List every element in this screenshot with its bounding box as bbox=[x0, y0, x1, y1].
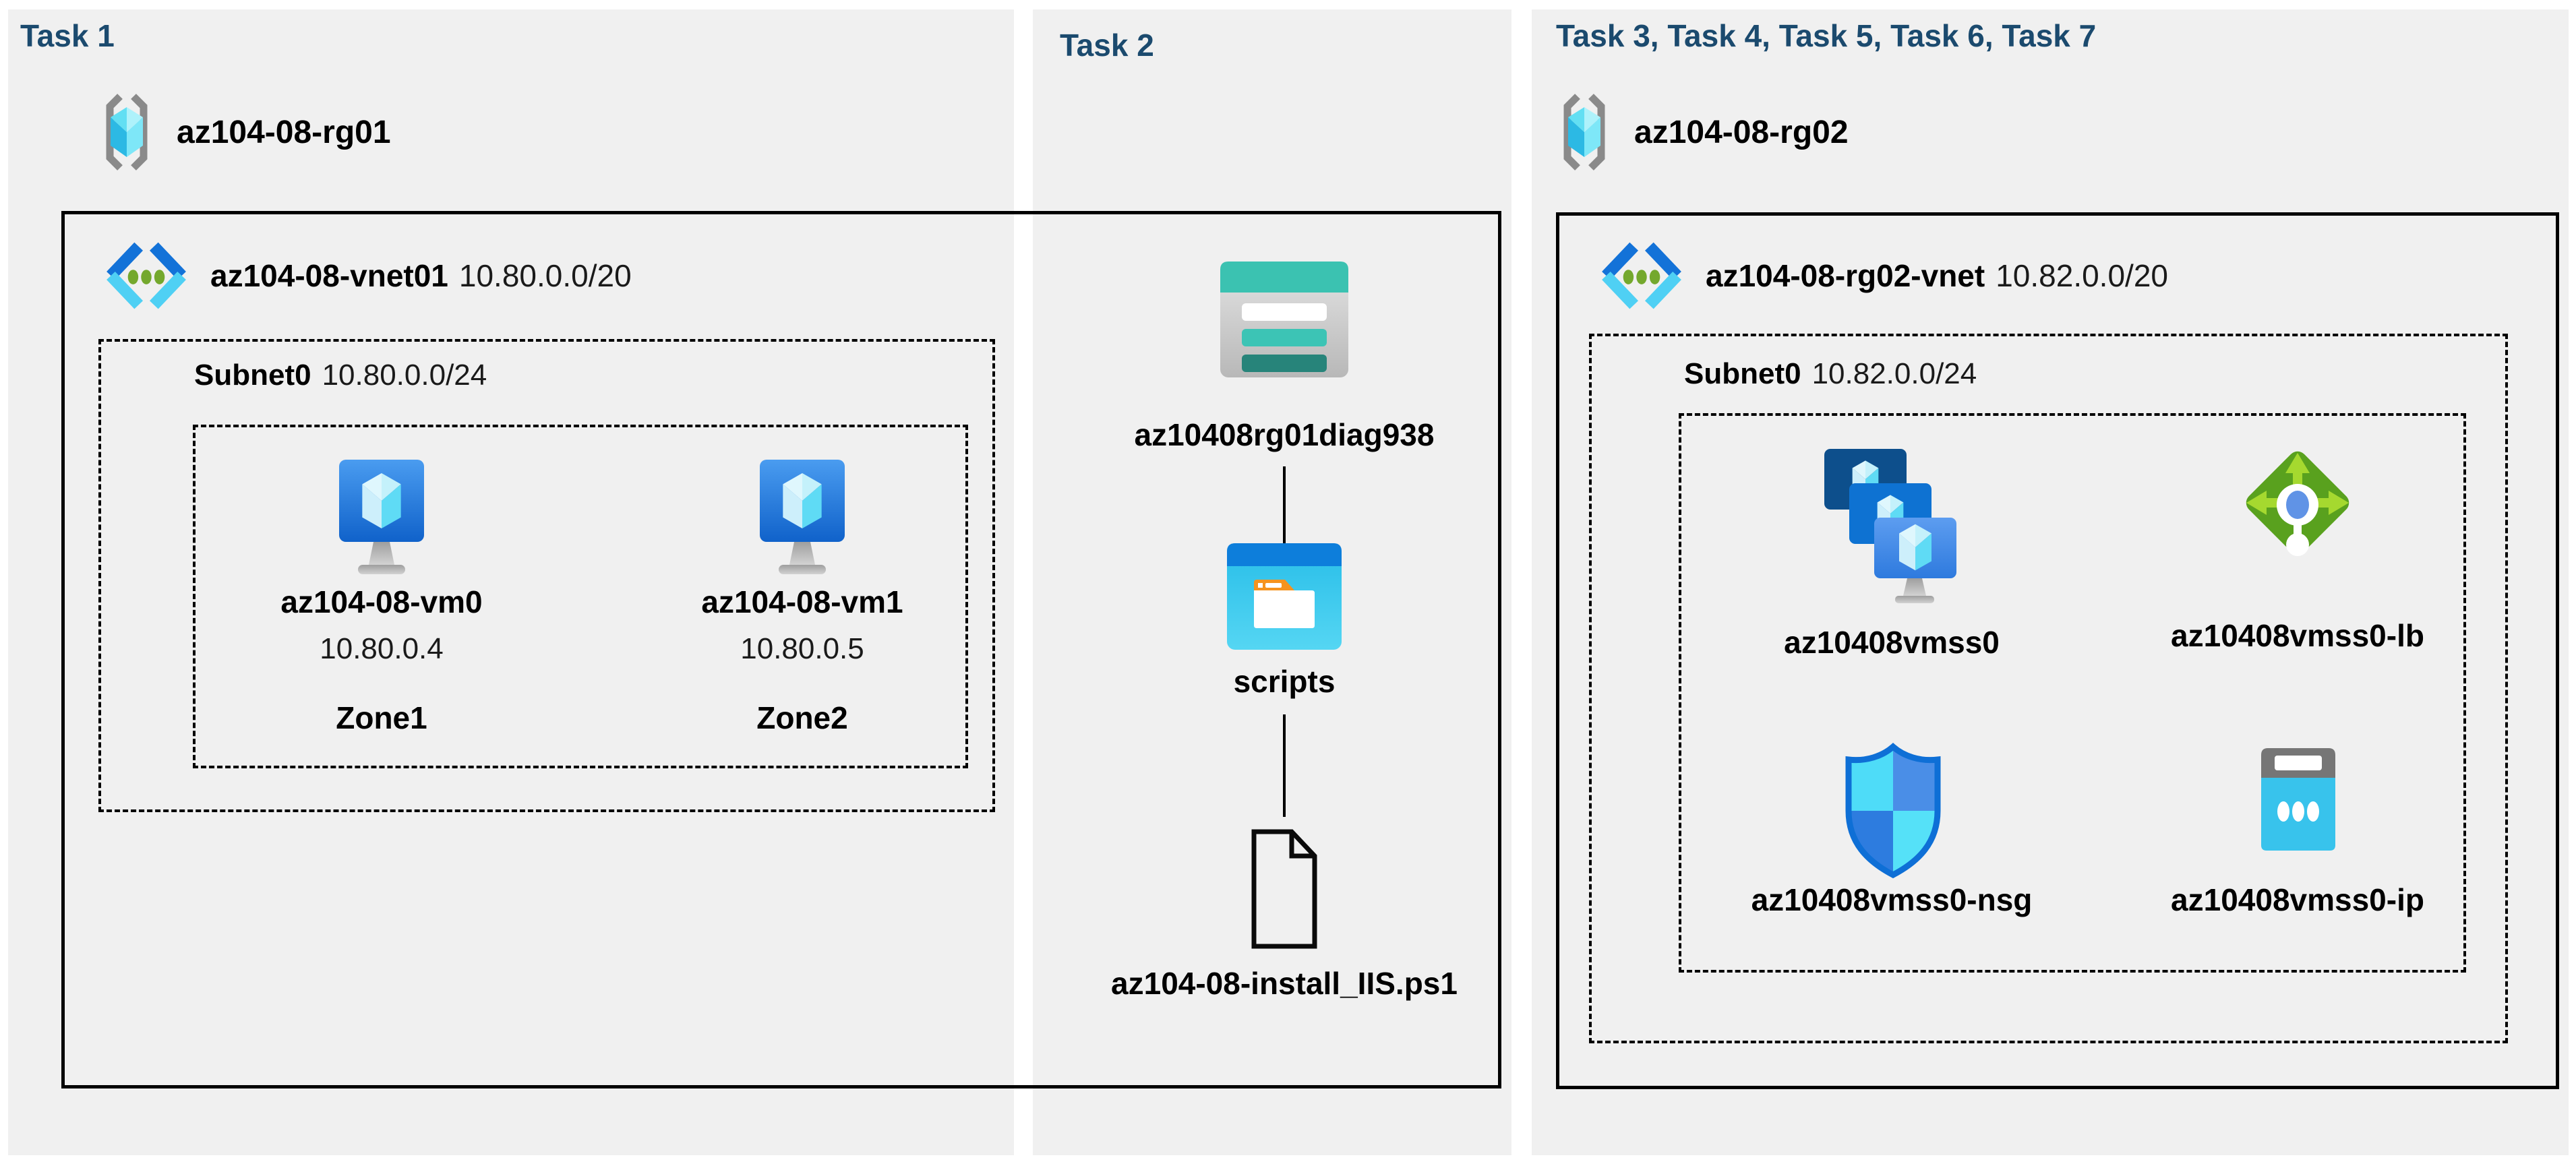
load-balancer-icon bbox=[2246, 451, 2349, 556]
vm-ip: 10.80.0.5 bbox=[740, 632, 864, 665]
resource-group-1: az104-08-rg01 bbox=[98, 90, 391, 174]
connector-line bbox=[1283, 714, 1286, 817]
subnet-name: Subnet0 bbox=[194, 359, 311, 392]
resource-group-icon bbox=[106, 94, 148, 171]
storage-account-name: az10408rg01diag938 bbox=[1134, 417, 1435, 452]
panel-task3 bbox=[1532, 9, 2569, 1155]
vnet1-label: az104-08-vnet01 10.80.0.0/20 bbox=[210, 257, 632, 294]
vm-ip: 10.80.0.4 bbox=[320, 632, 444, 665]
subnet-name: Subnet0 bbox=[1684, 357, 1801, 390]
task2-title: Task 2 bbox=[1060, 28, 1154, 63]
vmss-icon bbox=[1824, 449, 1956, 603]
subnet1-box bbox=[98, 339, 995, 812]
task1-title: Task 1 bbox=[20, 18, 115, 53]
vm-name: az104-08-vm0 bbox=[280, 584, 483, 619]
subnet1-label: Subnet0 10.80.0.0/24 bbox=[194, 359, 487, 392]
vnet2-label: az104-08-rg02-vnet 10.82.0.0/20 bbox=[1706, 257, 2168, 294]
virtual-machine-icon bbox=[339, 460, 424, 574]
virtual-machine-icon bbox=[760, 460, 845, 574]
nsg-icon bbox=[1845, 743, 1941, 879]
resource-group-name: az104-08-rg02 bbox=[1634, 114, 1849, 150]
vm-zone: Zone2 bbox=[756, 700, 848, 735]
public-ip-icon bbox=[2261, 748, 2335, 851]
virtual-network-icon bbox=[107, 242, 186, 309]
resource-group-2: az104-08-rg02 bbox=[1556, 90, 1849, 174]
script-file-name: az104-08-install_IIS.ps1 bbox=[1111, 966, 1458, 1001]
task3-title: Task 3, Task 4, Task 5, Task 6, Task 7 bbox=[1556, 18, 2097, 53]
nsg-name: az10408vmss0-nsg bbox=[1751, 882, 2033, 917]
subnet-cidr: 10.80.0.0/24 bbox=[322, 359, 487, 392]
subnet2-box bbox=[1589, 334, 2508, 1043]
vm-zone: Zone1 bbox=[336, 700, 427, 735]
vnet-cidr: 10.80.0.0/20 bbox=[458, 258, 632, 293]
subnet-cidr: 10.82.0.0/24 bbox=[1811, 357, 1977, 390]
vnet-cidr: 10.82.0.0/20 bbox=[1996, 258, 2168, 293]
vnet1-header: az104-08-vnet01 10.80.0.0/20 bbox=[101, 240, 632, 311]
vmss-resources-box bbox=[1679, 413, 2466, 973]
subnet2-label: Subnet0 10.82.0.0/24 bbox=[1684, 357, 1977, 391]
vnet2-header: az104-08-rg02-vnet 10.82.0.0/20 bbox=[1596, 240, 2168, 311]
resource-group-name: az104-08-rg01 bbox=[177, 114, 391, 150]
storage-account-icon bbox=[1220, 262, 1348, 377]
vnet1-box bbox=[61, 211, 1501, 1088]
vmss-name: az10408vmss0 bbox=[1784, 625, 2000, 660]
vnet-name: az104-08-vnet01 bbox=[210, 258, 448, 293]
container-name: scripts bbox=[1233, 664, 1336, 699]
virtual-network-icon bbox=[1602, 242, 1681, 309]
panel-task1 bbox=[8, 9, 1014, 1155]
connector-line bbox=[1283, 466, 1286, 545]
vm-zone-box bbox=[193, 425, 968, 768]
resource-group-icon bbox=[1563, 94, 1605, 171]
vm-name: az104-08-vm1 bbox=[701, 584, 903, 619]
public-ip-name: az10408vmss0-ip bbox=[2171, 882, 2424, 917]
load-balancer-name: az10408vmss0-lb bbox=[2171, 618, 2424, 653]
vnet-name: az104-08-rg02-vnet bbox=[1706, 258, 1985, 293]
script-file-icon bbox=[1251, 829, 1317, 949]
vnet2-box bbox=[1556, 212, 2559, 1089]
folder-icon bbox=[1227, 543, 1342, 650]
